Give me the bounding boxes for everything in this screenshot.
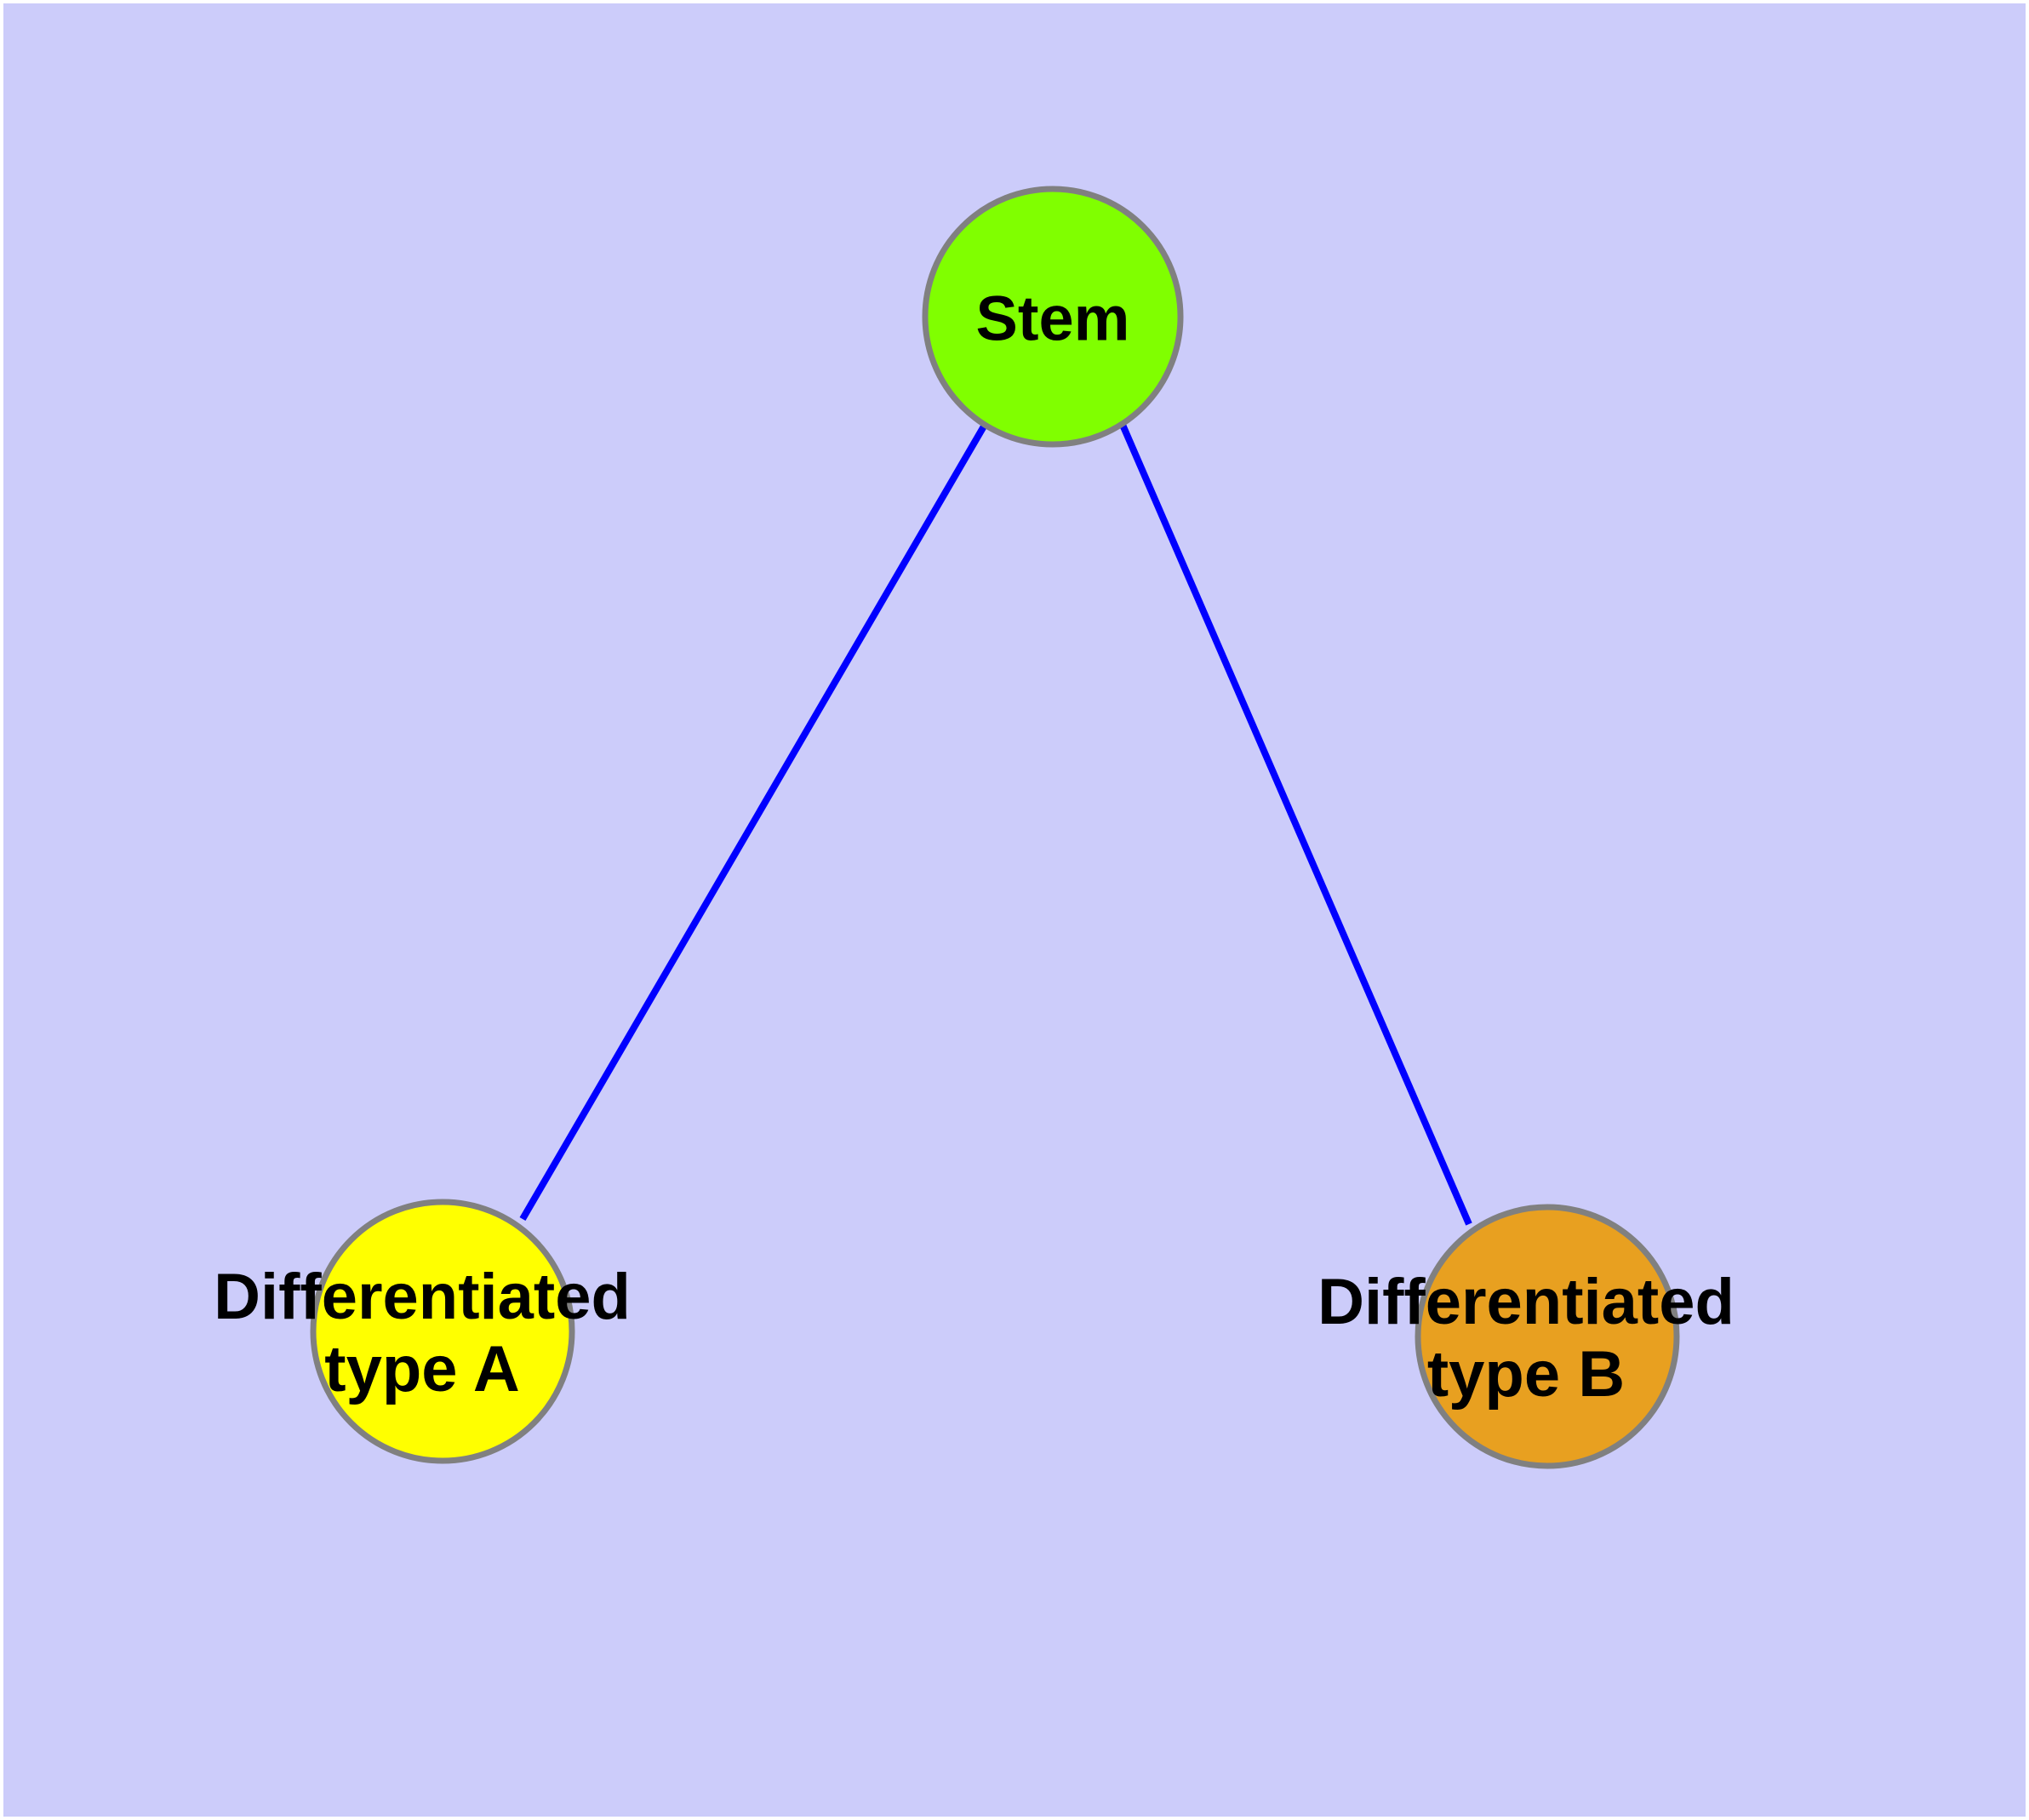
node-stem[interactable] <box>922 186 1184 448</box>
node-diff-b[interactable] <box>1415 1204 1680 1469</box>
edge-layer <box>519 422 1472 1226</box>
edge-stem-to-diff-a <box>519 422 988 1222</box>
node-diff-a[interactable] <box>310 1199 575 1464</box>
node-layer <box>310 186 1680 1469</box>
edge-stem-to-diff-b <box>1119 423 1472 1226</box>
